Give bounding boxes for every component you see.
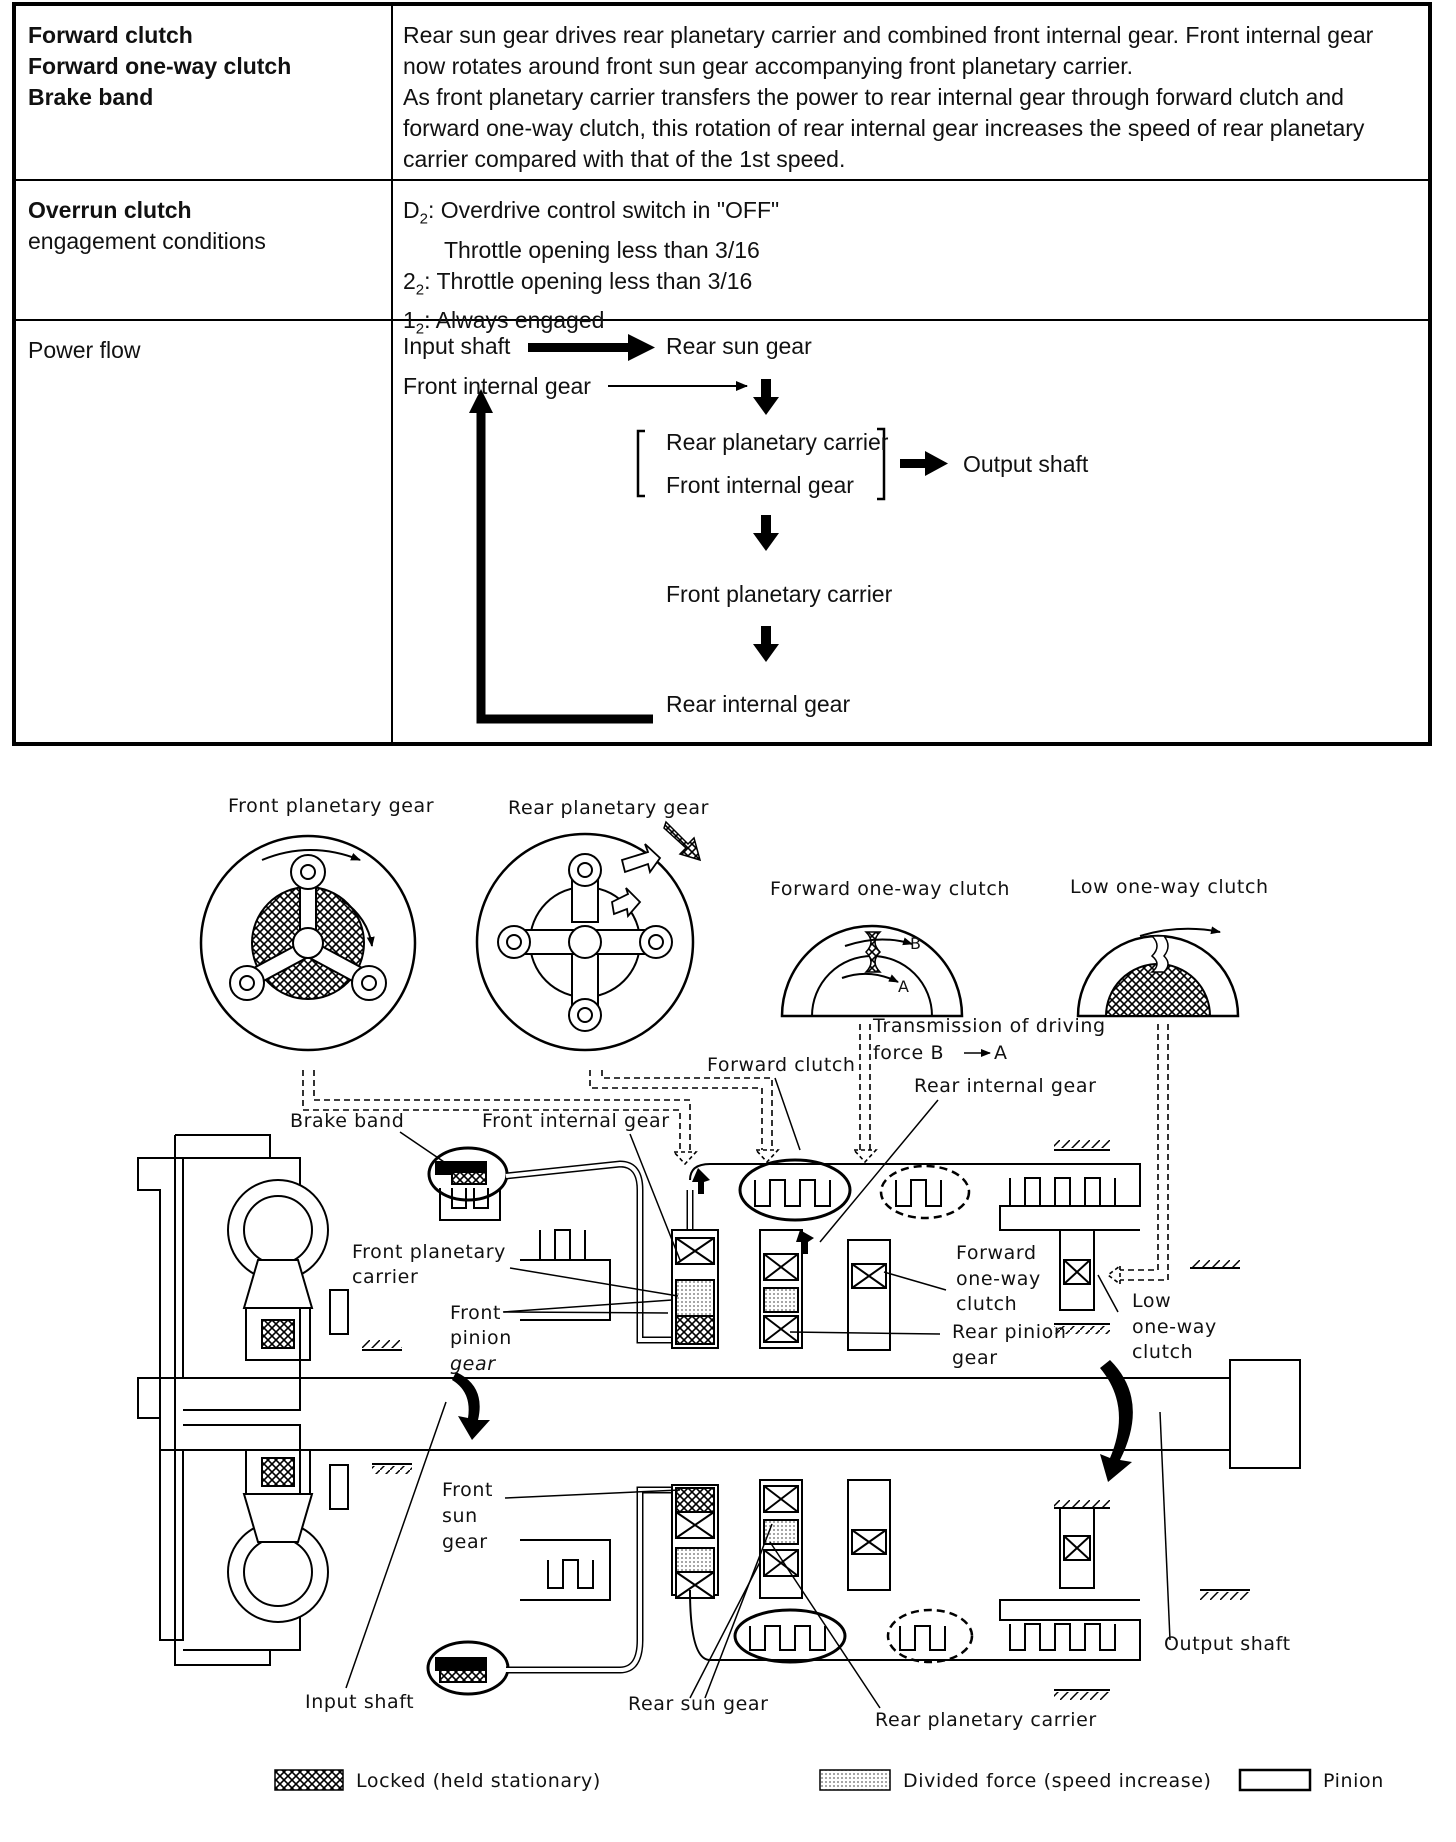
label-front-pinion-2: pinion: [450, 1327, 512, 1349]
label-transmission-line1: Transmission of driving: [872, 1015, 1106, 1037]
power-flow-arrows: [469, 334, 948, 724]
front-planetary-gear-view: [199, 834, 417, 1052]
transmission-schematic: [137, 1134, 1301, 1700]
table-row-overrun-clutch: Overrun clutch engagement conditions D2:…: [16, 181, 1428, 338]
label-front-planetary-gear: Front planetary gear: [228, 795, 434, 817]
row3-left-cell: Power flow: [16, 321, 393, 746]
label-rear-internal-gear-top: Rear internal gear: [914, 1075, 1096, 1097]
condition-d2-throttle: Throttle opening less than 3/16: [444, 236, 760, 263]
label-forward-owc-3: clutch: [956, 1293, 1017, 1315]
dashed-connectors: [302, 1024, 1169, 1281]
label-front-sun-1: Front: [442, 1479, 493, 1501]
legend-pinion: Pinion: [1323, 1770, 1384, 1792]
label-low-owc-3: clutch: [1132, 1341, 1193, 1363]
transmission-diagram: Front planetary gear: [0, 760, 1456, 1842]
info-table: Forward clutch Forward one-way clutch Br…: [12, 2, 1432, 746]
legend-swatch-divided: [819, 1769, 891, 1791]
label-rear-sun-gear: Rear sun gear: [628, 1693, 769, 1715]
arrow-input-to-rear-sun: [528, 334, 655, 361]
condition-d2: D2: Overdrive control switch in "OFF": [403, 197, 780, 228]
dashed-arrowheads: [672, 1149, 1121, 1286]
engagement-conditions-heading: engagement conditions: [28, 228, 266, 254]
label-rear-pinion-2: gear: [952, 1347, 998, 1369]
condition-22: 22: Throttle opening less than 3/16: [403, 267, 753, 299]
label-rear-pinion-1: Rear pinion: [952, 1321, 1066, 1343]
label-a: A: [898, 977, 910, 996]
flow-rear-internal-gear: Rear internal gear: [666, 691, 851, 717]
description-line: forward one-way clutch, this rotation of…: [403, 115, 1365, 141]
flow-rear-planetary-carrier: Rear planetary carrier: [666, 429, 889, 455]
bracket-right: [877, 427, 886, 501]
flow-output-shaft: Output shaft: [963, 451, 1089, 477]
forward-one-way-clutch-view: [780, 924, 964, 1018]
legend-divided: Divided force (speed increase): [903, 1770, 1212, 1792]
description-line: carrier compared with that of the 1st sp…: [403, 146, 846, 172]
component-forward-clutch: Forward clutch: [28, 22, 193, 48]
label-front-pinion-3: gear: [450, 1353, 496, 1375]
legend-swatch-pinion: [1238, 1768, 1312, 1792]
flow-rear-sun-gear: Rear sun gear: [666, 333, 812, 359]
description-line: Rear sun gear drives rear planetary carr…: [403, 22, 1374, 48]
label-rear-planetary-gear: Rear planetary gear: [508, 797, 709, 819]
power-flow-heading: Power flow: [28, 337, 141, 363]
down-arrow: [753, 515, 779, 551]
rear-planetary-gear-view: [475, 820, 702, 1052]
legend-locked: Locked (held stationary): [356, 1770, 601, 1792]
label-brake-band: Brake band: [290, 1110, 404, 1132]
component-brake-band: Brake band: [28, 84, 154, 110]
down-arrow: [753, 626, 779, 662]
label-low-one-way-clutch-view: Low one-way clutch: [1070, 876, 1269, 898]
row2-conditions: D2: Overdrive control switch in "OFF" Th…: [393, 181, 1428, 338]
label-output-shaft: Output shaft: [1164, 1633, 1291, 1655]
description-line: now rotates around front sun gear accomp…: [403, 53, 1134, 79]
condition-12: 12: Always engaged: [403, 307, 605, 338]
power-flow-chart: Input shaft Rear sun gear Front internal…: [393, 321, 1428, 746]
description-line: As front planetary carrier transfers the…: [403, 84, 1344, 110]
overrun-clutch-heading: Overrun clutch: [28, 197, 192, 223]
component-forward-one-way-clutch: Forward one-way clutch: [28, 53, 292, 79]
bracket-left: [636, 429, 645, 498]
diagram-svg: Front planetary gear: [137, 795, 1384, 1792]
leader-lines: [345, 1077, 1171, 1709]
flow-input-shaft: Input shaft: [403, 333, 511, 359]
label-front-sun-2: sun: [442, 1505, 478, 1527]
label-b: B: [910, 934, 922, 953]
label-input-shaft: Input shaft: [305, 1691, 414, 1713]
legend-swatch-locked: [274, 1769, 344, 1791]
table-row-components: Forward clutch Forward one-way clutch Br…: [16, 6, 1428, 181]
label-front-planetary-carrier-1: Front planetary: [352, 1241, 506, 1263]
label-low-owc-1: Low: [1132, 1290, 1171, 1312]
label-low-owc-2: one-way: [1132, 1316, 1217, 1338]
label-front-internal-gear: Front internal gear: [482, 1110, 670, 1132]
label-front-planetary-carrier-2: carrier: [352, 1266, 418, 1288]
row1-left-cell: Forward clutch Forward one-way clutch Br…: [16, 6, 393, 179]
label-rear-planetary-carrier: Rear planetary carrier: [875, 1709, 1097, 1731]
label-transmission-line2: force B: [873, 1042, 944, 1064]
label-forward-one-way-clutch-view: Forward one-way clutch: [770, 878, 1010, 900]
legend: Locked (held stationary) Divided force (…: [274, 1768, 1384, 1792]
row2-left-cell: Overrun clutch engagement conditions: [16, 181, 393, 319]
label-transmission-line3: A: [994, 1042, 1008, 1064]
label-front-pinion-1: Front: [450, 1302, 501, 1324]
label-forward-clutch: Forward clutch: [707, 1054, 856, 1076]
flow-front-internal-gear: Front internal gear: [403, 373, 591, 399]
rotation-arrows: [452, 1168, 1133, 1482]
label-forward-owc-2: one-way: [956, 1268, 1041, 1290]
low-one-way-clutch-view: [1076, 926, 1240, 1018]
row1-description: Rear sun gear drives rear planetary carr…: [393, 6, 1428, 179]
label-front-sun-3: gear: [442, 1531, 488, 1553]
feedback-loop-arrow: [469, 389, 653, 724]
table-row-power-flow: Power flow: [16, 321, 1428, 746]
down-arrow: [753, 379, 779, 415]
label-forward-owc-1: Forward: [956, 1242, 1037, 1264]
flow-front-planetary-carrier: Front planetary carrier: [666, 581, 893, 607]
arrow-to-output-shaft: [900, 451, 948, 476]
flow-front-internal-gear-combined: Front internal gear: [666, 472, 854, 498]
